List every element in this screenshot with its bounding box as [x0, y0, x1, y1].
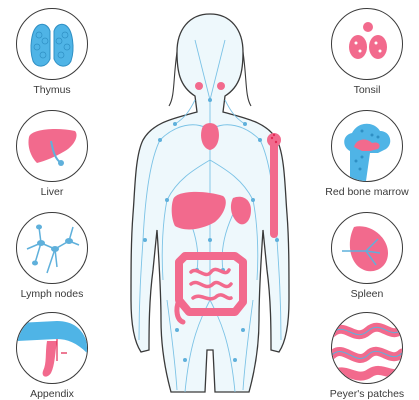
appendix-circle	[16, 312, 88, 384]
tonsil-label: Tonsil	[321, 84, 413, 96]
thymus-icon	[17, 9, 87, 79]
organ-tonsil: Tonsil	[321, 8, 413, 96]
appendix-label: Appendix	[6, 388, 98, 400]
liver-circle	[16, 110, 88, 182]
lymph-nodes-circle	[16, 212, 88, 284]
lymph-nodes-icon	[17, 213, 87, 283]
body-tonsil-left	[195, 82, 203, 90]
thymus-label: Thymus	[6, 84, 98, 96]
body-illustration	[105, 0, 315, 394]
red-bone-marrow-label: Red bone marrow	[321, 186, 413, 198]
body-tonsil-right	[217, 82, 225, 90]
lymph-nodes-label: Lymph nodes	[6, 288, 98, 300]
spleen-label: Spleen	[321, 288, 413, 300]
organ-liver: Liver	[6, 110, 98, 198]
marrow-dot	[273, 134, 275, 136]
red-bone-marrow-circle	[331, 110, 403, 182]
marrow-dot	[271, 137, 273, 139]
peyers-patches-label: Peyer's patches	[321, 388, 413, 400]
organ-lymph-nodes: Lymph nodes	[6, 212, 98, 300]
liver-label: Liver	[6, 186, 98, 198]
organ-appendix: Appendix	[6, 312, 98, 400]
bone-marrow-icon	[332, 111, 402, 181]
thymus-circle	[16, 8, 88, 80]
tonsil-icon	[332, 9, 402, 79]
organ-spleen: Spleen	[321, 212, 413, 300]
appendix-icon	[17, 313, 87, 383]
marrow-dot	[275, 141, 277, 143]
liver-icon	[17, 111, 87, 181]
body-arm-bone	[270, 140, 278, 238]
peyers-patches-icon	[332, 313, 402, 383]
tonsil-circle	[331, 8, 403, 80]
spleen-icon	[332, 213, 402, 283]
spleen-circle	[331, 212, 403, 284]
organ-thymus: Thymus	[6, 8, 98, 96]
human-body-figure	[105, 0, 315, 394]
organ-red-bone-marrow: Red bone marrow	[321, 110, 413, 198]
organ-peyers-patches: Peyer's patches	[321, 312, 413, 400]
peyers-patches-circle	[331, 312, 403, 384]
